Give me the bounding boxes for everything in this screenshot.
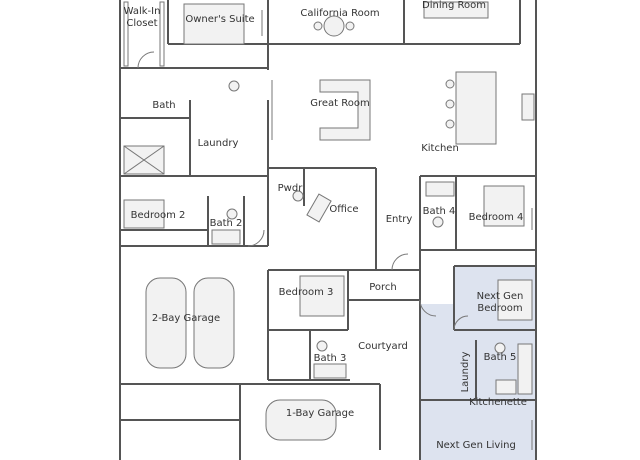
room-label-1-bay-garage: 1-Bay Garage [286, 408, 354, 419]
room-label-bath-2: Bath 2 [210, 218, 243, 229]
room-label-courtyard: Courtyard [358, 341, 408, 352]
room-label-laundry-nextgen: Laundry [460, 352, 471, 393]
room-labels: Walk-In Closet Owner's Suite California … [124, 0, 527, 451]
room-label-walk-in-closet: Walk-In [124, 6, 161, 17]
room-label-walk-in-closet-2: Closet [126, 18, 157, 29]
room-label-next-gen-bedroom-2: Bedroom [477, 303, 522, 314]
room-label-entry: Entry [386, 214, 413, 225]
room-label-bath-4: Bath 4 [423, 206, 456, 217]
room-label-bath-5: Bath 5 [484, 352, 517, 363]
fixtures [123, 1, 535, 450]
room-label-office: Office [329, 204, 358, 215]
room-label-owners-suite: Owner's Suite [185, 14, 254, 25]
room-label-next-gen-living: Next Gen Living [436, 440, 516, 451]
room-label-2-bay-garage: 2-Bay Garage [152, 313, 220, 324]
room-label-great-room: Great Room [310, 98, 370, 109]
room-label-bedroom-3: Bedroom 3 [279, 287, 334, 298]
room-label-bath-3: Bath 3 [314, 353, 347, 364]
room-label-bedroom-2: Bedroom 2 [131, 210, 186, 221]
room-label-california-room: California Room [300, 8, 379, 19]
room-label-bedroom-4: Bedroom 4 [469, 212, 524, 223]
room-label-laundry: Laundry [198, 138, 239, 149]
room-label-kitchen: Kitchen [421, 143, 459, 154]
room-label-next-gen-bedroom: Next Gen [477, 291, 524, 302]
room-label-kitchenette: Kitchenette [469, 397, 527, 408]
walls [119, 0, 537, 460]
room-label-dining-room: Dining Room [422, 0, 486, 11]
room-label-porch: Porch [369, 282, 397, 293]
room-label-pwdr: Pwdr [278, 183, 304, 194]
room-label-bath: Bath [152, 100, 175, 111]
